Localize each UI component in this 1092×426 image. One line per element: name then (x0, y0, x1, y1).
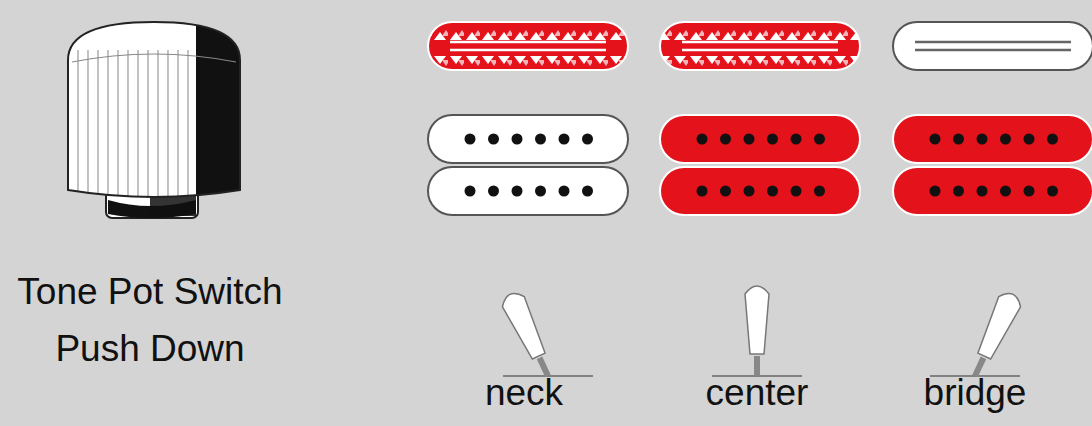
pole-piece (930, 134, 941, 145)
pole-piece (814, 186, 825, 197)
pole-piece (791, 134, 802, 145)
pole-piece (791, 186, 802, 197)
coil-line (450, 41, 606, 44)
knob-ridge (187, 50, 188, 196)
pole-piece (1047, 134, 1058, 145)
knob-ridge (177, 50, 178, 196)
pole-piece (465, 134, 476, 145)
humbucker-coil (428, 167, 628, 215)
pole-piece (559, 134, 570, 145)
position-label: neck (444, 365, 604, 422)
position-label: bridge (885, 365, 1065, 422)
pole-piece (744, 134, 755, 145)
pole-piece (512, 186, 523, 197)
coil-line (450, 49, 606, 52)
tone-knob (60, 15, 256, 218)
pole-piece (977, 186, 988, 197)
single-coil (660, 22, 860, 70)
toggle-switch (499, 289, 593, 381)
pole-piece (582, 134, 593, 145)
knob-ridge (127, 50, 128, 196)
knob-ridge (147, 50, 148, 196)
pole-piece (559, 186, 570, 197)
knob-ridge (77, 50, 78, 196)
pole-piece (488, 186, 499, 197)
single-coil (893, 22, 1092, 70)
coil-line (682, 49, 838, 52)
pole-piece (1024, 134, 1035, 145)
knob-ridge (157, 50, 158, 196)
humbucker-coil (660, 167, 860, 215)
pickup-column (660, 22, 860, 215)
pole-piece (488, 134, 499, 145)
coil-line (682, 41, 838, 44)
pole-piece (1047, 186, 1058, 197)
humbucker-coil (428, 115, 628, 163)
single-coil (428, 22, 628, 70)
knob-ridge (137, 50, 138, 196)
pole-piece (1024, 186, 1035, 197)
pole-piece (953, 186, 964, 197)
pole-piece (720, 186, 731, 197)
pole-piece (767, 186, 778, 197)
knob-ridge (107, 50, 108, 196)
pole-piece (977, 134, 988, 145)
toggle-switch (930, 289, 1024, 381)
knob-ridge (87, 50, 88, 196)
pole-piece (535, 134, 546, 145)
pole-piece (535, 186, 546, 197)
toggle-switches (499, 286, 1024, 381)
position-label: center (667, 365, 847, 422)
humbucker-coil (660, 115, 860, 163)
knob-ridge (97, 50, 98, 196)
coil-line (915, 41, 1071, 44)
pole-piece (744, 186, 755, 197)
knob-ridge (167, 50, 168, 196)
pickup-set (428, 22, 1092, 215)
knob-ridge (117, 50, 118, 196)
pole-piece (697, 186, 708, 197)
toggle-switch (712, 286, 802, 376)
pole-piece (697, 134, 708, 145)
pole-piece (720, 134, 731, 145)
pole-piece (582, 186, 593, 197)
coil-line (915, 49, 1071, 52)
humbucker-coil (893, 167, 1092, 215)
control-label: Tone Pot Switch Push Down (0, 263, 300, 378)
pole-piece (1000, 186, 1011, 197)
humbucker-coil (893, 115, 1092, 163)
pole-piece (767, 134, 778, 145)
pole-piece (930, 186, 941, 197)
pickup-column (893, 22, 1092, 215)
pole-piece (465, 186, 476, 197)
pickup-column (428, 22, 628, 215)
pole-piece (512, 134, 523, 145)
pole-piece (1000, 134, 1011, 145)
pole-piece (814, 134, 825, 145)
pole-piece (953, 134, 964, 145)
